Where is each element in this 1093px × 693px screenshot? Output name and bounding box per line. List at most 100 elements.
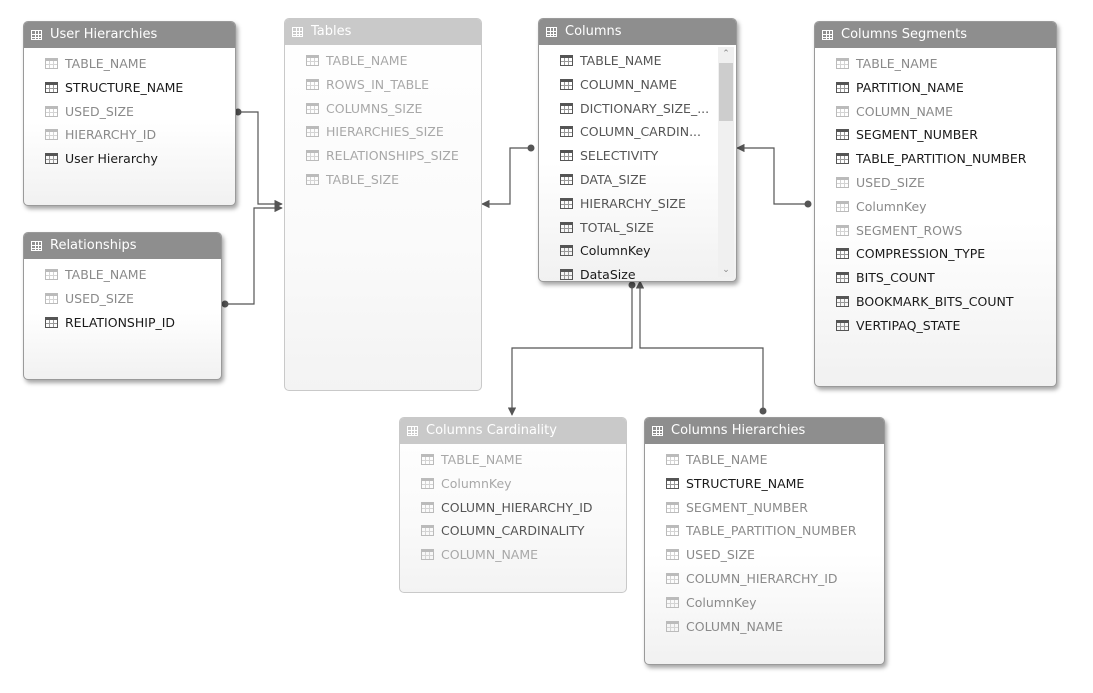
table-tables[interactable]: Tables TABLE_NAME ROWS_IN_TABLE COLUMNS_… bbox=[284, 18, 482, 391]
column-item[interactable]: ColumnKey bbox=[645, 591, 884, 615]
column-label: TOTAL_SIZE bbox=[580, 219, 654, 235]
connector-dot bbox=[759, 407, 767, 415]
column-item[interactable]: TABLE_NAME bbox=[24, 263, 221, 287]
column-icon bbox=[836, 58, 849, 69]
column-icon bbox=[836, 272, 849, 284]
column-item[interactable]: USED_SIZE bbox=[24, 100, 235, 124]
table-header[interactable]: Tables bbox=[285, 19, 481, 45]
table-header[interactable]: Columns bbox=[539, 19, 736, 45]
column-item[interactable]: TABLE_NAME bbox=[400, 448, 626, 472]
column-item[interactable]: COLUMN_NAME bbox=[815, 100, 1056, 124]
column-item[interactable]: BITS_COUNT bbox=[815, 266, 1056, 290]
table-columns-segments[interactable]: Columns Segments TABLE_NAME PARTITION_NA… bbox=[814, 21, 1057, 387]
column-label: ColumnKey bbox=[686, 594, 757, 610]
column-item[interactable]: SEGMENT_NUMBER bbox=[815, 123, 1056, 147]
column-item[interactable]: HIERARCHY_ID bbox=[24, 123, 235, 147]
column-item[interactable]: ColumnKey bbox=[539, 239, 716, 263]
column-item[interactable]: TABLE_NAME bbox=[539, 49, 716, 73]
column-icon bbox=[666, 549, 679, 561]
scroll-up-icon[interactable]: ⌃ bbox=[722, 49, 730, 59]
table-header[interactable]: Relationships bbox=[24, 233, 221, 259]
column-item[interactable]: User Hierarchy bbox=[24, 147, 235, 171]
column-label: DataSize bbox=[580, 267, 636, 282]
column-item[interactable]: COLUMNS_SIZE bbox=[285, 97, 481, 121]
column-item[interactable]: COLUMN_NAME bbox=[400, 543, 626, 567]
relationship-line[interactable] bbox=[635, 280, 764, 411]
table-title: Columns Cardinality bbox=[426, 423, 557, 438]
column-icon bbox=[306, 102, 319, 114]
table-header[interactable]: Columns Segments bbox=[815, 22, 1056, 48]
table-columns-hierarchies[interactable]: Columns Hierarchies TABLE_NAME STRUCTURE… bbox=[644, 417, 885, 665]
column-item[interactable]: ColumnKey bbox=[815, 195, 1056, 219]
scroll-down-icon[interactable]: ⌄ bbox=[722, 265, 730, 275]
column-item[interactable]: VERTIPAQ_STATE bbox=[815, 314, 1056, 338]
column-item[interactable]: BOOKMARK_BITS_COUNT bbox=[815, 290, 1056, 314]
table-columns[interactable]: Columns TABLE_NAME COLUMN_NAME DICTIONAR… bbox=[538, 18, 737, 282]
table-user-hierarchies[interactable]: User Hierarchies TABLE_NAME STRUCTURE_NA… bbox=[23, 21, 236, 206]
relationship-line[interactable] bbox=[507, 285, 633, 416]
column-item[interactable]: USED_SIZE bbox=[815, 171, 1056, 195]
column-item[interactable]: RELATIONSHIP_ID bbox=[24, 311, 221, 335]
column-icon bbox=[560, 126, 573, 138]
vertical-scrollbar[interactable]: ⌃ ⌄ bbox=[718, 47, 734, 277]
column-icon bbox=[836, 248, 849, 260]
column-item[interactable]: TABLE_PARTITION_NUMBER bbox=[645, 519, 884, 543]
column-icon bbox=[836, 295, 849, 307]
column-icon bbox=[45, 129, 58, 141]
column-icon bbox=[836, 224, 849, 236]
column-icon bbox=[421, 454, 434, 465]
relationship-line[interactable] bbox=[238, 111, 283, 209]
column-item[interactable]: HIERARCHY_SIZE bbox=[539, 192, 716, 216]
column-item[interactable]: RELATIONSHIPS_SIZE bbox=[285, 144, 481, 168]
column-item[interactable]: STRUCTURE_NAME bbox=[24, 76, 235, 100]
column-item[interactable]: DATA_SIZE bbox=[539, 168, 716, 192]
column-item[interactable]: ROWS_IN_TABLE bbox=[285, 73, 481, 97]
column-item[interactable]: TABLE_PARTITION_NUMBER bbox=[815, 147, 1056, 171]
column-item[interactable]: SEGMENT_ROWS bbox=[815, 219, 1056, 243]
column-label: TABLE_NAME bbox=[856, 56, 938, 71]
column-icon bbox=[560, 150, 573, 162]
column-item[interactable]: STRUCTURE_NAME bbox=[645, 472, 884, 496]
column-icon bbox=[560, 197, 573, 209]
column-item[interactable]: COLUMN_CARDINALITY bbox=[400, 519, 626, 543]
scrollbar-thumb[interactable] bbox=[719, 63, 733, 121]
column-item[interactable]: SEGMENT_NUMBER bbox=[645, 496, 884, 520]
column-item[interactable]: TABLE_NAME bbox=[645, 448, 884, 472]
column-item[interactable]: ColumnKey bbox=[400, 472, 626, 496]
column-item[interactable]: TABLE_SIZE bbox=[285, 168, 481, 192]
column-item[interactable]: COMPRESSION_TYPE bbox=[815, 242, 1056, 266]
column-icon bbox=[560, 78, 573, 90]
column-label: USED_SIZE bbox=[65, 103, 134, 119]
column-item[interactable]: HIERARCHIES_SIZE bbox=[285, 120, 481, 144]
table-header[interactable]: User Hierarchies bbox=[24, 22, 235, 48]
column-item[interactable]: COLUMN_CARDIN... bbox=[539, 120, 716, 144]
column-item[interactable]: DICTIONARY_SIZE_... bbox=[539, 97, 716, 121]
table-icon bbox=[31, 30, 42, 40]
column-item[interactable]: COLUMN_HIERARCHY_ID bbox=[645, 567, 884, 591]
connector-dot bbox=[628, 281, 636, 289]
column-item[interactable]: DataSize bbox=[539, 263, 716, 282]
column-icon bbox=[560, 173, 573, 185]
column-item[interactable]: COLUMN_NAME bbox=[645, 615, 884, 639]
table-header[interactable]: Columns Hierarchies bbox=[645, 418, 884, 444]
column-label: TABLE_NAME bbox=[686, 452, 768, 467]
column-label: User Hierarchy bbox=[65, 151, 158, 167]
column-item[interactable]: TABLE_NAME bbox=[815, 52, 1056, 76]
table-columns-cardinality[interactable]: Columns Cardinality TABLE_NAME ColumnKey… bbox=[399, 417, 627, 593]
table-relationships[interactable]: Relationships TABLE_NAME USED_SIZE RELAT… bbox=[23, 232, 222, 380]
column-item[interactable]: TABLE_NAME bbox=[285, 49, 481, 73]
column-icon bbox=[421, 549, 434, 561]
column-item[interactable]: TABLE_NAME bbox=[24, 52, 235, 76]
column-item[interactable]: PARTITION_NAME bbox=[815, 76, 1056, 100]
table-header[interactable]: Columns Cardinality bbox=[400, 418, 626, 444]
column-item[interactable]: SELECTIVITY bbox=[539, 144, 716, 168]
relationship-line[interactable] bbox=[225, 203, 283, 305]
column-item[interactable]: COLUMN_HIERARCHY_ID bbox=[400, 496, 626, 520]
relationship-line[interactable] bbox=[481, 147, 531, 209]
column-item[interactable]: USED_SIZE bbox=[645, 543, 884, 567]
column-item[interactable]: COLUMN_NAME bbox=[539, 73, 716, 97]
relationship-line[interactable] bbox=[736, 143, 808, 205]
column-item[interactable]: USED_SIZE bbox=[24, 287, 221, 311]
column-item[interactable]: TOTAL_SIZE bbox=[539, 216, 716, 240]
column-label: ROWS_IN_TABLE bbox=[326, 76, 430, 92]
